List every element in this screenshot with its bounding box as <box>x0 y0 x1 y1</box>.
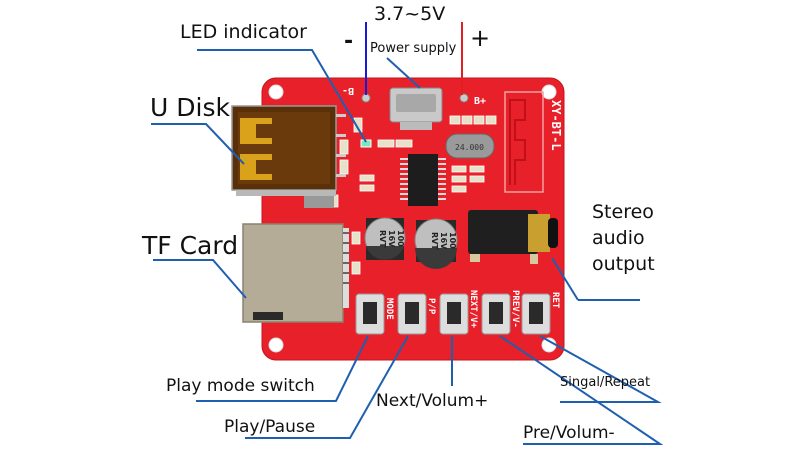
button-next-vol-up[interactable] <box>439 293 469 335</box>
label-single-repeat: Singal/Repeat <box>560 375 650 390</box>
silk-prev: PREV/V- <box>510 290 520 328</box>
b-minus-silk: B- <box>342 85 354 96</box>
crystal-label: 24.000 <box>455 143 484 152</box>
micro-usb-port <box>389 87 443 130</box>
usb-a-port <box>231 105 346 208</box>
silk-play-pause: P/P <box>426 298 436 315</box>
label-stereo-line2: audio <box>592 227 645 249</box>
label-tf-card: TF Card <box>141 231 238 260</box>
mounting-hole <box>268 337 284 353</box>
label-next-volum-plus: Next/Volum+ <box>376 391 488 411</box>
label-led-indicator: LED indicator <box>180 21 307 43</box>
button-play-pause[interactable] <box>397 293 427 335</box>
crystal-oscillator: 24.000 <box>445 133 495 159</box>
mounting-hole <box>268 84 284 100</box>
b-minus-pad <box>361 93 371 103</box>
button-repeat[interactable] <box>521 293 551 335</box>
silk-next: NEXT/V+ <box>468 290 478 329</box>
label-stereo-line3: output <box>592 253 655 275</box>
label-play-mode-switch: Play mode switch <box>166 376 315 396</box>
silk-mode: MODE <box>384 298 394 320</box>
leader-u-disk <box>151 123 245 165</box>
leader-play-mode <box>196 335 369 402</box>
stereo-audio-jack <box>468 210 558 264</box>
leader-power <box>386 57 421 89</box>
b-plus-pad <box>459 93 469 103</box>
leader-led <box>197 49 367 143</box>
label-play-pause: Play/Pause <box>224 417 315 437</box>
main-ic-chip <box>400 154 446 206</box>
mounting-hole <box>541 84 557 100</box>
label-stereo-line1: Stereo <box>592 201 654 223</box>
capacitor-2: 100 16V RVT <box>414 218 458 269</box>
label-voltage: 3.7~5V <box>374 3 445 25</box>
leader-tf-card <box>153 259 247 299</box>
silk-ret: RET <box>550 292 560 309</box>
leader-stereo <box>551 257 579 301</box>
power-minus-sign: - <box>344 29 353 54</box>
button-prev-vol-down[interactable] <box>481 293 511 335</box>
label-u-disk: U Disk <box>150 93 230 122</box>
leader-repeat <box>539 335 662 403</box>
led-indicator <box>360 139 372 148</box>
label-pre-volum-minus: Pre/Volum- <box>523 423 615 443</box>
board-model-silk: XY-BT-L <box>549 100 563 151</box>
capacitor-1: 100 16V RVT <box>364 217 406 260</box>
power-plus-sign: + <box>470 24 490 52</box>
tf-card-slot <box>242 223 349 323</box>
leader-lines <box>151 49 664 445</box>
capacitor-1-label: 100 16V RVT <box>378 230 405 250</box>
capacitor-2-label: 100 16V RVT <box>430 232 457 252</box>
button-mode[interactable] <box>355 293 385 335</box>
bluetooth-antenna <box>504 91 544 193</box>
pcb-board: B- B+ XY-BT-L 24.000 <box>231 77 565 361</box>
leader-play-pause <box>245 335 409 439</box>
label-power-supply: Power supply <box>370 41 457 56</box>
leader-prev <box>499 335 664 445</box>
b-plus-silk: B+ <box>474 96 486 107</box>
